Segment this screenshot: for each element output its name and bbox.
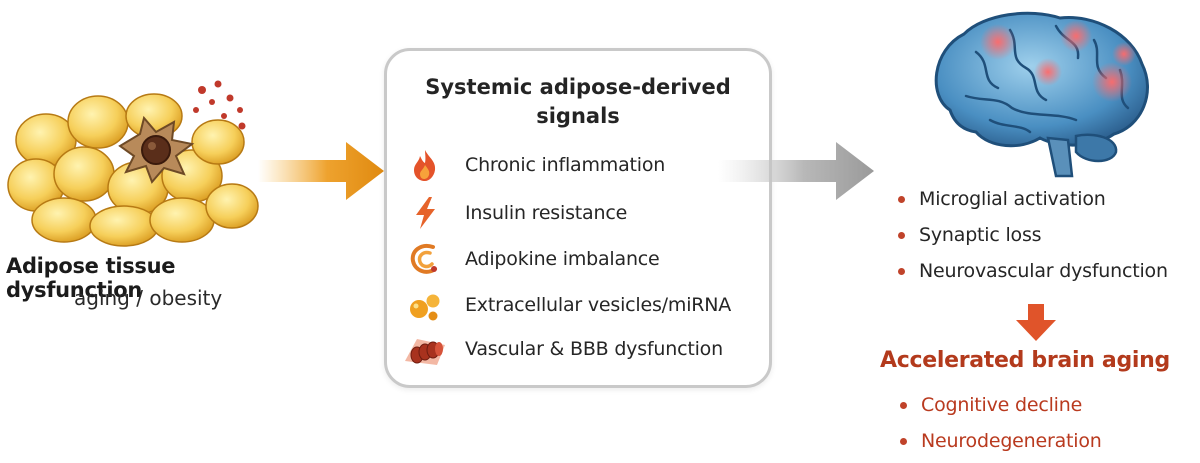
flame-icon: [414, 150, 436, 181]
outcome-list: Cognitive decline Neurodegeneration: [900, 390, 1102, 456]
outcome-item: Neurodegeneration: [900, 426, 1102, 456]
blood-vessel-icon: [405, 339, 445, 365]
signal-label: Vascular & BBB dysfunction: [465, 338, 723, 360]
brain-effect-item: Neurovascular dysfunction: [898, 256, 1168, 286]
outcome-label: Neurodegeneration: [921, 430, 1102, 452]
bullet-icon: [898, 267, 905, 275]
brain-effect-label: Synaptic loss: [919, 224, 1042, 246]
brain-effect-item: Synaptic loss: [898, 220, 1168, 250]
signal-item: Extracellular vesicles/miRNA: [403, 287, 763, 323]
bullet-icon: [898, 231, 905, 239]
brain-effect-label: Neurovascular dysfunction: [919, 260, 1168, 282]
lightning-icon: [416, 197, 435, 229]
signal-label: Adipokine imbalance: [465, 248, 660, 270]
down-arrow-icon: [1014, 304, 1058, 342]
outcome-item: Cognitive decline: [900, 390, 1102, 420]
brain-effect-label: Microglial activation: [919, 188, 1106, 210]
adipose-tissue-illustration: [6, 70, 276, 250]
vesicles-icon: [410, 294, 440, 321]
bullet-icon: [900, 437, 907, 445]
signal-item: Adipokine imbalance: [403, 241, 763, 277]
signal-item: Vascular & BBB dysfunction: [403, 331, 763, 367]
signal-label: Extracellular vesicles/miRNA: [465, 294, 732, 316]
signals-title: Systemic adipose-derived signals: [425, 75, 731, 128]
brain-illustration: [880, 0, 1180, 180]
bullet-icon: [900, 401, 907, 409]
adipose-cells-icon: [7, 80, 259, 247]
signal-item: Chronic inflammation: [403, 147, 763, 183]
signals-box: Systemic adipose-derived signals Chronic…: [384, 48, 772, 388]
brain-icon: [934, 11, 1149, 178]
adipokine-icon: [410, 244, 437, 274]
brain-effects-list: Microglial activation Synaptic loss Neur…: [898, 184, 1168, 286]
outcome-label: Cognitive decline: [921, 394, 1083, 416]
orange-arrow-icon: [258, 136, 388, 206]
signal-label: Chronic inflammation: [465, 154, 666, 176]
brain-effect-item: Microglial activation: [898, 184, 1168, 214]
source-subtitle: aging / obesity: [74, 286, 223, 310]
signal-item: Insulin resistance: [403, 195, 763, 231]
gray-arrow-icon: [718, 136, 878, 206]
bullet-icon: [898, 195, 905, 203]
source-title: Adipose tissue dysfunction: [6, 254, 176, 302]
signal-label: Insulin resistance: [465, 202, 628, 224]
outcome-title: Accelerated brain aging: [880, 348, 1170, 373]
